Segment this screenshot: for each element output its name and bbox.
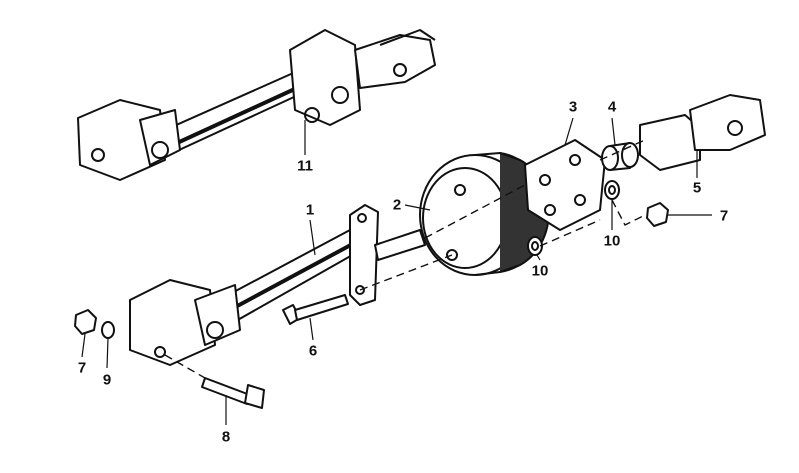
callout-6: 6 xyxy=(308,342,318,360)
washer-10-left xyxy=(527,236,543,256)
callout-9: 9 xyxy=(102,371,112,389)
bolt-6 xyxy=(282,294,349,325)
callout-4: 4 xyxy=(607,98,617,116)
callout-8: 8 xyxy=(221,428,231,446)
nut-7-left xyxy=(74,309,97,335)
washer-10-right xyxy=(604,180,620,200)
callout-5: 5 xyxy=(692,179,702,197)
nut-7-right xyxy=(646,202,669,227)
callout-3: 3 xyxy=(568,98,578,116)
callout-10-left: 10 xyxy=(531,262,549,280)
callout-11: 11 xyxy=(297,157,313,175)
callout-7-right: 7 xyxy=(719,207,729,225)
universal-joint-5 xyxy=(639,94,766,171)
flex-coupling-3 xyxy=(524,139,606,231)
upper-shaft-assembly xyxy=(77,29,436,181)
bolt-8 xyxy=(201,377,265,409)
alignment-lines xyxy=(164,139,646,379)
callout-2: 2 xyxy=(392,196,402,214)
callout-1: 1 xyxy=(305,201,315,219)
damper-disc-2 xyxy=(419,152,550,276)
callout-10-right: 10 xyxy=(603,232,621,250)
callout-7-left: 7 xyxy=(77,359,87,377)
leader-lines xyxy=(81,117,712,425)
bushing-4 xyxy=(601,142,639,171)
washer-9 xyxy=(101,321,115,339)
steering-shaft-1 xyxy=(129,204,426,366)
